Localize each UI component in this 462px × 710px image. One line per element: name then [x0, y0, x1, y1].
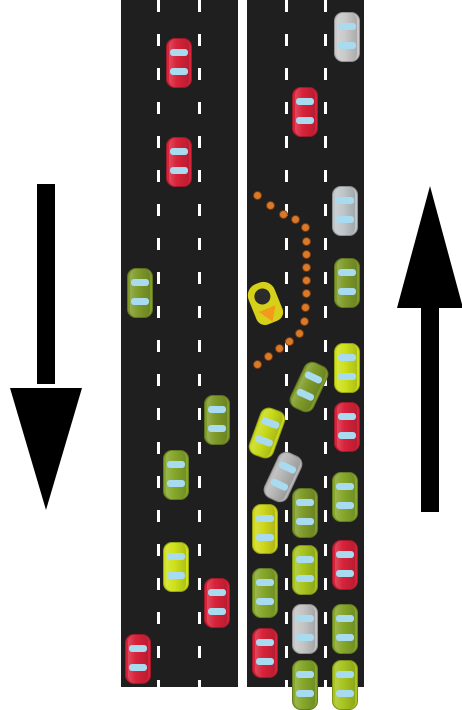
lane-marking [198, 0, 201, 687]
traffic-car [166, 38, 192, 88]
game-scene[interactable] [0, 0, 462, 687]
traffic-car [292, 545, 318, 595]
path-dot [286, 338, 293, 345]
path-dot [302, 304, 309, 311]
path-dot [276, 345, 283, 352]
traffic-car [127, 268, 153, 318]
path-dot [303, 251, 310, 258]
path-dot [303, 277, 310, 284]
traffic-car [332, 540, 358, 590]
down-arrow-icon [10, 180, 82, 516]
lane-marking [324, 0, 327, 687]
traffic-car [292, 660, 318, 710]
path-dot [280, 211, 287, 218]
traffic-car [252, 628, 278, 678]
traffic-car [334, 402, 360, 452]
traffic-car [332, 660, 358, 710]
traffic-car [332, 472, 358, 522]
path-dot [303, 238, 310, 245]
traffic-car [204, 395, 230, 445]
traffic-car [334, 258, 360, 308]
path-dot [254, 192, 261, 199]
path-dot [303, 290, 310, 297]
traffic-car [332, 604, 358, 654]
traffic-car [332, 186, 358, 236]
traffic-car [204, 578, 230, 628]
path-dot [303, 264, 310, 271]
traffic-car [252, 568, 278, 618]
lane-marking [157, 0, 160, 687]
path-dot [254, 361, 261, 368]
traffic-car [125, 634, 151, 684]
traffic-car [163, 450, 189, 500]
traffic-car [252, 504, 278, 554]
path-dot [301, 318, 308, 325]
traffic-car [292, 604, 318, 654]
path-dot [265, 353, 272, 360]
traffic-car [292, 488, 318, 538]
traffic-car [163, 542, 189, 592]
traffic-car [334, 343, 360, 393]
path-dot [267, 202, 274, 209]
traffic-car [334, 12, 360, 62]
path-dot [302, 224, 309, 231]
traffic-car [292, 87, 318, 137]
path-dot [296, 330, 303, 337]
up-arrow-icon [397, 184, 462, 514]
path-dot [292, 216, 299, 223]
traffic-car [166, 137, 192, 187]
